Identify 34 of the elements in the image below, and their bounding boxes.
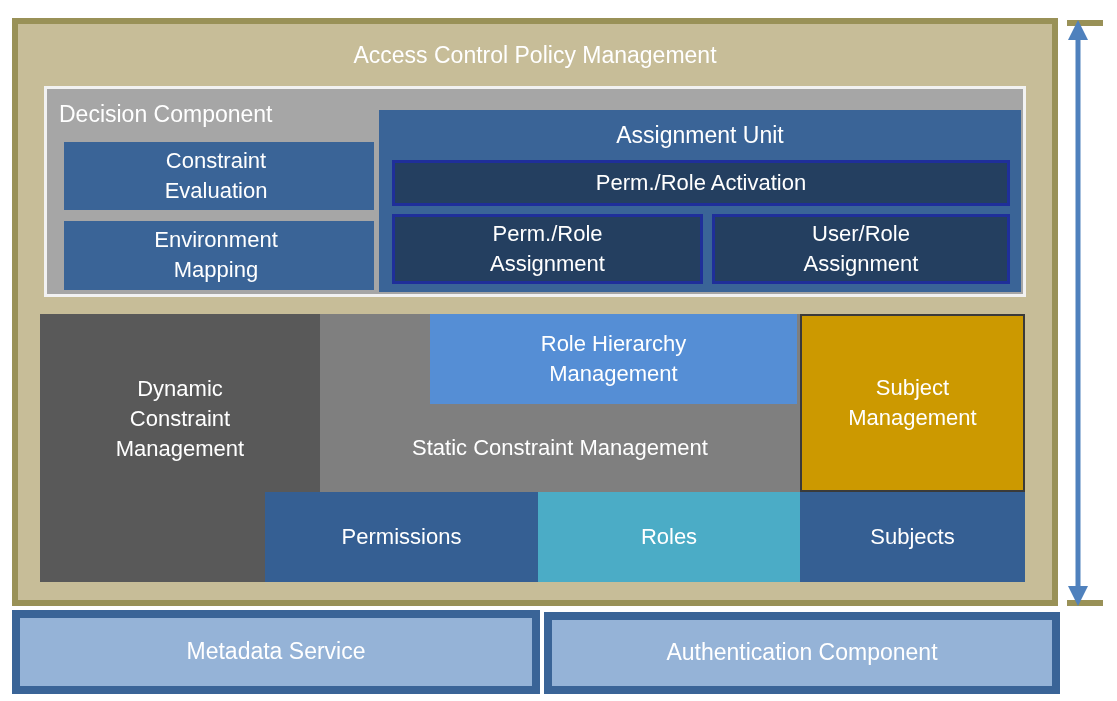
module-block bbox=[712, 214, 1010, 284]
component-label: Subject Management bbox=[847, 374, 978, 432]
module-block bbox=[320, 314, 800, 492]
module-block bbox=[800, 314, 1025, 492]
unit-panel bbox=[379, 110, 1021, 292]
data-block bbox=[800, 492, 1025, 582]
component-label: Perm./Role Activation bbox=[595, 169, 807, 198]
module-block bbox=[392, 214, 703, 284]
component-label: Dynamic Constraint Management bbox=[114, 375, 246, 463]
module-block bbox=[430, 314, 797, 404]
data-block bbox=[265, 492, 538, 582]
container-panel bbox=[12, 18, 1058, 606]
service-block bbox=[12, 610, 540, 694]
module-block bbox=[64, 142, 374, 210]
component-label: Constraint Evaluation bbox=[163, 147, 269, 205]
component-label: Metadata Service bbox=[186, 637, 366, 667]
component-label: User/Role Assignment bbox=[802, 220, 920, 278]
data-block bbox=[538, 492, 800, 582]
module-block bbox=[64, 221, 374, 290]
module-block bbox=[40, 314, 320, 582]
component-label: Subjects bbox=[870, 523, 955, 552]
component-label: Permissions bbox=[341, 523, 462, 552]
component-label: Static Constraint Management bbox=[412, 434, 708, 463]
service-block bbox=[544, 612, 1060, 694]
component-label: Roles bbox=[640, 523, 698, 552]
component-label: Role Hierarchy Management bbox=[539, 330, 688, 388]
component-label: Environment Mapping bbox=[153, 226, 279, 284]
component-panel bbox=[44, 86, 1026, 297]
module-block bbox=[392, 160, 1010, 206]
component-label: Authentication Component bbox=[666, 638, 938, 668]
component-label: Perm./Role Assignment bbox=[489, 220, 606, 278]
component-label: Assignment Unit bbox=[616, 121, 784, 151]
component-label: Decision Component bbox=[59, 100, 273, 130]
component-label: Access Control Policy Management bbox=[353, 41, 717, 71]
